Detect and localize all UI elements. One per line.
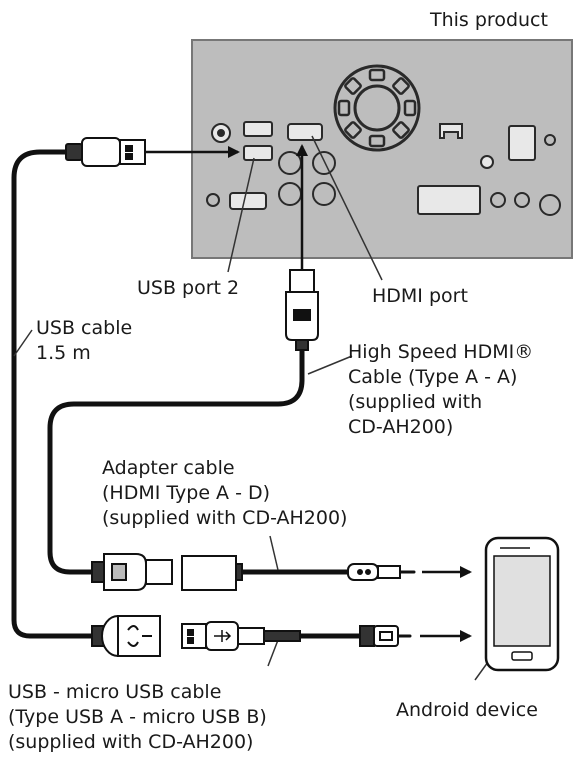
label-hdmi-port: HDMI port (372, 285, 468, 307)
label-usb-cable: USB cable 1.5 m (36, 317, 133, 364)
android-phone (484, 536, 560, 672)
adapter-socket (181, 555, 243, 591)
hdmi-plug-vertical (285, 269, 319, 351)
label-hdmi-cable: High Speed HDMI® Cable (Type A - A) (sup… (348, 341, 534, 438)
hdmi-cable-line (47, 347, 305, 575)
label-this-product: This product (430, 9, 548, 31)
head-unit-panel (191, 39, 573, 259)
usb-cable-line (11, 149, 95, 639)
micro-usb-plug (359, 625, 399, 647)
label-adapter-cable: Adapter cable (HDMI Type A - D) (supplie… (102, 457, 348, 529)
usb-a-plug-bottom (181, 621, 301, 651)
micro-hdmi-plug (347, 563, 401, 581)
usb-port-2-socket (243, 145, 273, 161)
label-usb-port-2: USB port 2 (137, 277, 240, 299)
usb-cable-socket (91, 615, 161, 657)
hdmi-adapter-plug (91, 553, 173, 591)
panel-connectors (206, 121, 561, 216)
cables (11, 149, 416, 639)
label-usb-micro-cable: USB - micro USB cable (Type USB A - micr… (8, 681, 267, 753)
hdmi-port-socket (287, 123, 323, 141)
usb-a-plug-top (65, 137, 146, 167)
arrows (145, 144, 472, 642)
label-android-device: Android device (396, 699, 538, 721)
cooling-fan (333, 64, 421, 152)
